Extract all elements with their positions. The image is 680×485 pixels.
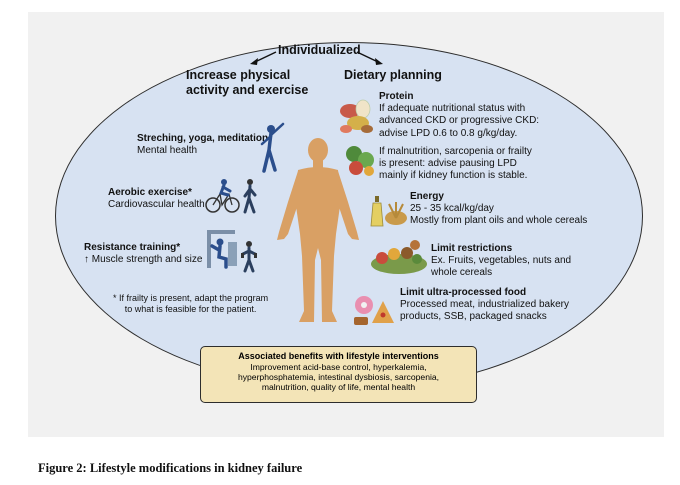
lifter-icon (241, 241, 257, 273)
cereals-icon (385, 202, 407, 225)
figure-caption: Figure 2: Lifestyle modifications in kid… (38, 461, 303, 475)
cyclist-icon (205, 179, 240, 213)
right-heading: Dietary planning (344, 68, 442, 82)
yoga-figure-icon (260, 122, 285, 173)
benefits-box: Associated benefits with lifestyle inter… (200, 346, 477, 403)
nuts-fruits-icon (371, 240, 427, 274)
diet-protein: Protein If adequate nutritional status w… (379, 91, 540, 139)
diet-limit-restrictions: Limit restrictions Ex. Fruits, vegetable… (431, 243, 572, 279)
exercise-item-stretching: Streching, yoga, meditation Mental healt… (137, 133, 269, 157)
human-body-icon (277, 138, 359, 322)
walker-icon (243, 179, 257, 214)
exercise-item-resistance: Resistance training* ↑ Muscle strength a… (84, 242, 203, 266)
benefits-line: Improvement acid-base control, hyperkale… (250, 361, 427, 372)
diet-protein-malnutrition: If malnutrition, sarcopenia or frailty i… (379, 146, 532, 182)
vegetables-icon (346, 146, 374, 176)
left-heading: Increase physical activity and exercise (186, 68, 309, 98)
oil-bottle-icon (370, 196, 384, 227)
frailty-note: * If frailty is present, adapt the progr… (113, 293, 269, 314)
exercise-item-aerobic: Aerobic exercise* Cardiovascular health (108, 187, 205, 211)
benefits-line: hyperphosphatemia, intestinal dysbiosis,… (237, 371, 440, 382)
protein-food-icon (340, 99, 373, 133)
junk-food-icon (354, 296, 394, 325)
diet-ultra-processed: Limit ultra-processed food Processed mea… (400, 287, 569, 323)
benefits-title: Associated benefits with lifestyle inter… (238, 351, 439, 361)
benefits-line: malnutrition, quality of life, mental he… (261, 382, 416, 393)
weight-machine-icon (207, 230, 237, 269)
title-individualized: Individualized (278, 43, 361, 57)
diet-energy: Energy 25 - 35 kcal/kg/day Mostly from p… (410, 191, 588, 227)
